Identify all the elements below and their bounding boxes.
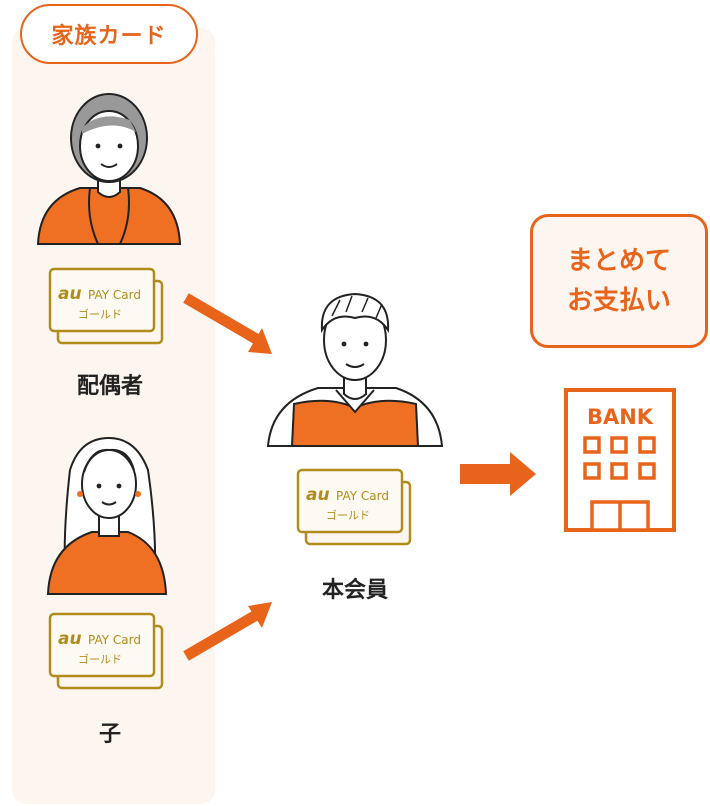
arrow-spouse-to-main-icon: [183, 293, 272, 354]
main-member-label: 本会員: [321, 578, 388, 603]
bank-label: BANK: [587, 405, 654, 429]
svg-text:PAY Card: PAY Card: [88, 288, 141, 302]
bank-building-icon: BANK: [564, 388, 676, 532]
consolidated-payment-badge: まとめて お支払い: [530, 214, 708, 348]
svg-text:ゴールド: ゴールド: [326, 508, 370, 522]
svg-text:PAY Card: PAY Card: [336, 489, 389, 503]
main-member-illustration: [266, 292, 444, 447]
payment-line-1: まとめて: [566, 246, 671, 276]
svg-text:au: au: [58, 629, 82, 649]
spouse-label: 配偶者: [76, 374, 143, 399]
svg-text:ゴールド: ゴールド: [78, 652, 122, 666]
family-card-badge: 家族カード: [20, 4, 198, 64]
arrow-main-to-bank-icon: [460, 452, 536, 496]
svg-text:au: au: [58, 284, 82, 304]
payment-line-2: お支払い: [566, 286, 671, 316]
svg-text:ゴールド: ゴールド: [78, 307, 122, 321]
arrow-child-to-main-icon: [183, 602, 272, 661]
child-label: 子: [98, 722, 121, 747]
svg-text:au: au: [306, 485, 330, 505]
spouse-card: au PAY Card ゴールド: [48, 267, 164, 345]
child-card: au PAY Card ゴールド: [48, 612, 164, 690]
svg-text:PAY Card: PAY Card: [88, 633, 141, 647]
child-illustration: [46, 436, 168, 595]
main-member-card: au PAY Card ゴールド: [296, 468, 412, 546]
spouse-illustration: [36, 93, 182, 245]
